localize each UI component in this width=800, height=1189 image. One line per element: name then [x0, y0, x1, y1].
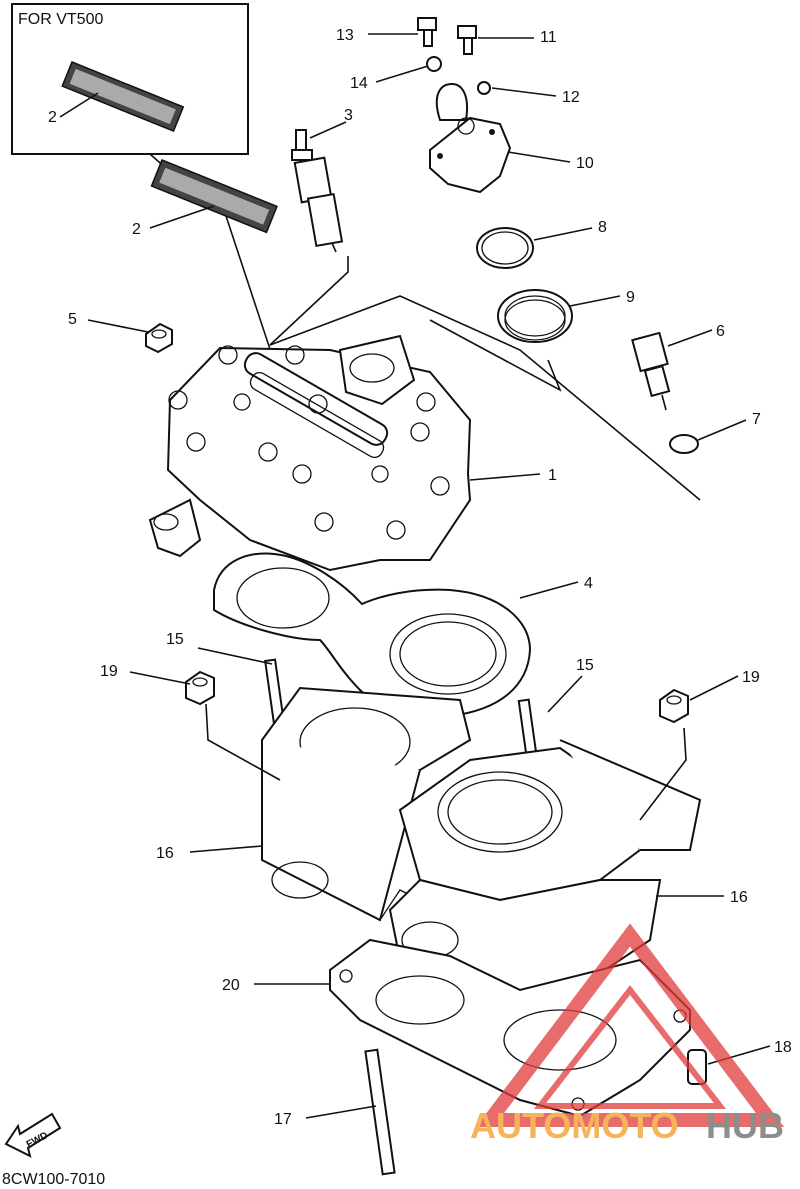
watermark-triangle-icon: [475, 923, 785, 1127]
washer-12: [477, 81, 491, 95]
callout-19-right: 19: [742, 669, 760, 686]
gasket-ring-9: [497, 289, 573, 343]
nut-5: [145, 322, 173, 354]
callout-8: 8: [598, 219, 607, 236]
nut-19-left: [185, 670, 215, 706]
forward-arrow-icon: FWD: [4, 1112, 62, 1158]
callout-20: 20: [222, 977, 240, 994]
automotohub-watermark: AUTOMOTO HUB: [470, 923, 785, 1146]
o-ring-8: [476, 227, 534, 269]
decal-inset: [61, 61, 185, 133]
callout-16-left: 16: [156, 845, 174, 862]
cylinder-head: [148, 334, 472, 572]
watermark-text-hub: HUB: [706, 1105, 784, 1146]
callout-18: 18: [774, 1039, 792, 1056]
inset-box: FOR VT500: [11, 3, 249, 171]
callout-2-inset: 2: [48, 109, 57, 126]
callout-16-right: 16: [730, 889, 748, 906]
callout-12: 12: [562, 89, 580, 106]
callout-2-main: 2: [132, 221, 141, 238]
callout-7: 7: [752, 411, 761, 428]
callout-10: 10: [576, 155, 594, 172]
diagram-code: 8CW100-7010: [2, 1171, 105, 1188]
washer-7: [669, 434, 699, 454]
inset-title: FOR VT500: [18, 11, 103, 28]
callout-15-right: 15: [576, 657, 594, 674]
callout-19-left: 19: [100, 663, 118, 680]
callout-labels: 13 11 14 12 10 3 2 2 8 9 5 6 7 1 4 15 15…: [48, 27, 792, 1128]
temperature-sensor: [631, 331, 671, 411]
bolt-13: [417, 17, 437, 47]
callout-15-left: 15: [166, 631, 184, 648]
washer-14: [426, 56, 442, 72]
callout-11: 11: [540, 29, 557, 46]
leader-lines: [87, 33, 771, 1119]
callout-6: 6: [716, 323, 725, 340]
decal-main: [150, 159, 278, 234]
spark-plug: [291, 129, 344, 253]
watermark-text-auto: AUTOMOTO: [470, 1105, 679, 1146]
cylinder-block: [260, 686, 702, 1012]
callout-3: 3: [344, 107, 353, 124]
callout-9: 9: [626, 289, 635, 306]
callout-13: 13: [336, 27, 354, 44]
callout-1: 1: [548, 467, 557, 484]
callout-4: 4: [584, 575, 593, 592]
callout-14: 14: [350, 75, 368, 92]
stud-17: [364, 1048, 396, 1176]
nut-19-right: [659, 688, 689, 724]
head-gasket: [213, 552, 532, 718]
callout-5: 5: [68, 311, 77, 328]
callout-17: 17: [274, 1111, 292, 1128]
water-outlet-cover: [429, 82, 512, 194]
bolt-11: [457, 25, 477, 55]
